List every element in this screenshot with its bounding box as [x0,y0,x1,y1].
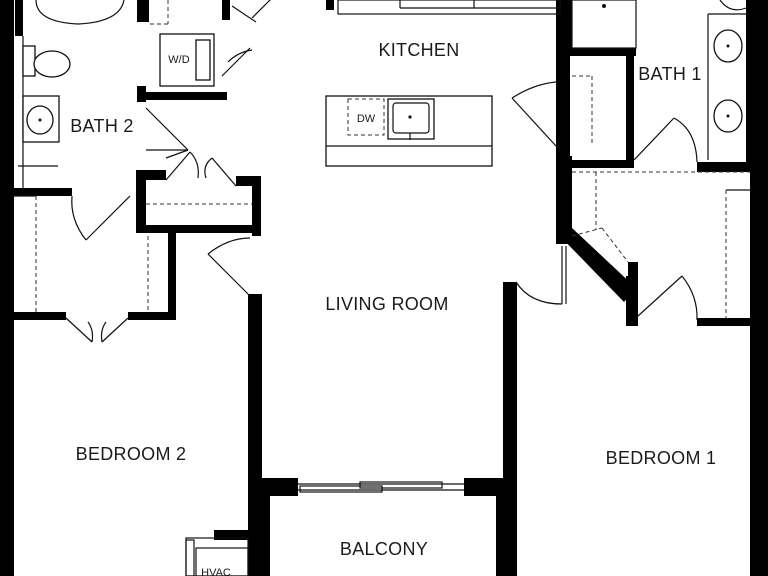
shower-icon [602,4,606,8]
bath1-sink-top-icon [713,29,743,63]
hvac-label: HVAC [201,567,231,576]
washer-dryer-icon [159,33,215,87]
balcony-label: BALCONY [340,539,428,559]
bath1-label: BATH 1 [638,64,701,84]
bath1-sink-bottom-icon [713,99,743,133]
dishwasher-label: DW [357,113,376,125]
bedroom2-label: BEDROOM 2 [76,444,187,464]
living-room-label: LIVING ROOM [325,294,448,314]
kitchen-label: KITCHEN [378,40,459,60]
bath2-sink-icon [22,95,60,143]
bedroom1-label: BEDROOM 1 [606,448,717,468]
fixture-labels: W/D DW HVAC [168,54,375,576]
toilet-icon [22,45,71,78]
washer-dryer-label: W/D [168,54,189,66]
fixtures [22,4,743,143]
room-labels: KITCHEN BATH 1 BATH 2 LIVING ROOM BEDROO… [70,40,716,559]
interior-lines [14,0,750,576]
bath2-label: BATH 2 [70,116,133,136]
